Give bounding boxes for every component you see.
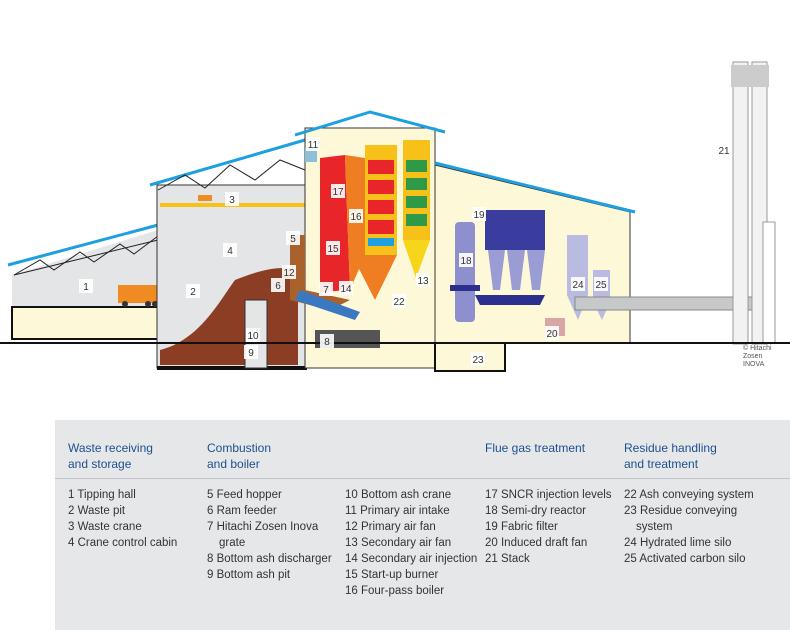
callout-badge <box>594 277 608 291</box>
callout-badge <box>319 282 333 296</box>
legend-heading-flue-gas: Flue gas treatment <box>485 441 586 455</box>
legend-item: 18 Semi-dry reactor <box>485 505 586 517</box>
legend-item: 22 Ash conveying system <box>624 489 754 501</box>
callout-badge <box>349 209 363 223</box>
callout-number-8: 8 <box>324 337 330 348</box>
callout-number-9: 9 <box>248 348 254 359</box>
callout-badge <box>186 284 200 298</box>
callout-number-25: 25 <box>595 280 607 291</box>
legend-item: 12 Primary air fan <box>345 521 436 533</box>
legend-list-waste-receiving: 1 Tipping hall 2 Waste pit 3 Waste crane 4 … <box>68 487 203 551</box>
callout-number-6: 6 <box>275 281 281 292</box>
callout-number-20: 20 <box>546 329 558 340</box>
callout-number-11: 11 <box>308 140 319 151</box>
legend-item: 7 Hitachi Zosen Inova grate <box>207 521 319 549</box>
callout-number-21: 21 <box>718 146 730 157</box>
callout-badge <box>306 137 320 151</box>
legend-divider <box>55 478 790 479</box>
callout-badge <box>225 192 239 206</box>
callout-badge <box>282 265 296 279</box>
legend-item: 10 Bottom ash crane <box>345 489 452 501</box>
callout-number-16: 16 <box>350 212 362 223</box>
callout-badge <box>571 277 585 291</box>
callout-badge <box>286 231 300 245</box>
legend-item: 14 Secondary air injection <box>345 553 478 565</box>
callout-number-1: 1 <box>83 282 89 293</box>
callout-number-4: 4 <box>227 246 233 257</box>
callout-number-23: 23 <box>472 355 484 366</box>
callout-badge <box>472 207 486 221</box>
callout-badge <box>459 253 473 267</box>
callout-number-10: 10 <box>247 331 259 342</box>
legend-item: 20 Induced draft fan <box>485 537 588 549</box>
copyright-line1: Hitachi Zosen <box>743 345 772 360</box>
legend-item: 5 Feed hopper <box>207 489 282 501</box>
callout-badge <box>271 278 285 292</box>
legend-item: 4 Crane control cabin <box>68 537 178 549</box>
stack <box>0 61 790 345</box>
legend-item: 19 Fabric filter <box>485 521 558 533</box>
callout-number-22: 22 <box>393 297 405 308</box>
legend-list-combustion-2: 10 Bottom ash crane 11 Primary air intake… <box>345 487 485 599</box>
callout-number-14: 14 <box>340 284 352 295</box>
legend-item: 24 Hydrated lime silo <box>624 537 732 549</box>
legend-list-flue-gas: 17 SNCR injection levels 18 Semi-dry reac… <box>485 487 625 567</box>
waste-pit <box>149 138 307 370</box>
callout-badge <box>717 143 731 157</box>
callout-badge <box>244 345 258 359</box>
copyright-symbol: © <box>743 345 749 352</box>
legend-item: 16 Four-pass boiler <box>345 585 445 597</box>
legend-item: 1 Tipping hall <box>68 489 136 501</box>
callout-badge <box>416 273 430 287</box>
callout-number-13: 13 <box>417 276 429 287</box>
callout-badge <box>339 281 353 295</box>
legend-item: 11 Primary air intake <box>345 505 450 517</box>
callout-badge <box>223 243 237 257</box>
legend-item: 2 Waste pit <box>68 505 126 517</box>
callout-number-5: 5 <box>290 234 296 245</box>
legend-item: 15 Start-up burner <box>345 569 439 581</box>
copyright-notice: © Hitachi Zosen INOVA <box>743 345 790 369</box>
tipping-hall <box>7 223 160 340</box>
callout-badge <box>331 184 345 198</box>
callout-badge <box>392 294 406 308</box>
callout-badge <box>326 241 340 255</box>
legend-item: 17 SNCR injection levels <box>485 489 612 501</box>
callout-badge <box>246 328 260 342</box>
callout-badge <box>545 326 559 340</box>
legend-item: 13 Secondary air fan <box>345 537 452 549</box>
callout-badge <box>79 279 93 293</box>
callout-number-2: 2 <box>190 287 196 298</box>
legend-item: 8 Bottom ash discharger <box>207 553 332 565</box>
legend-item: 6 Ram feeder <box>207 505 277 517</box>
legend-list-residue: 22 Ash conveying system 23 Residue convey… <box>624 487 764 567</box>
copyright-line2: INOVA <box>743 361 765 368</box>
callout-number-24: 24 <box>572 280 584 291</box>
callout-badge <box>471 352 485 366</box>
callout-number-19: 19 <box>473 210 485 221</box>
callout-number-3: 3 <box>229 195 235 206</box>
legend-item: 3 Waste crane <box>68 521 142 533</box>
callout-number-15: 15 <box>327 244 339 255</box>
callout-badge <box>320 334 334 348</box>
callout-number-18: 18 <box>460 256 472 267</box>
callout-number-12: 12 <box>283 268 295 279</box>
legend-list-combustion: 5 Feed hopper 6 Ram feeder 7 Hitachi Zosen… <box>207 487 342 583</box>
legend-item: 21 Stack <box>485 553 530 565</box>
legend-item: 9 Bottom ash pit <box>207 569 291 581</box>
callout-number-17: 17 <box>332 187 344 198</box>
legend-item: 25 Activated carbon silo <box>624 553 746 565</box>
legend-item: 23 Residue conveying system <box>624 505 738 533</box>
callout-number-7: 7 <box>323 285 329 296</box>
